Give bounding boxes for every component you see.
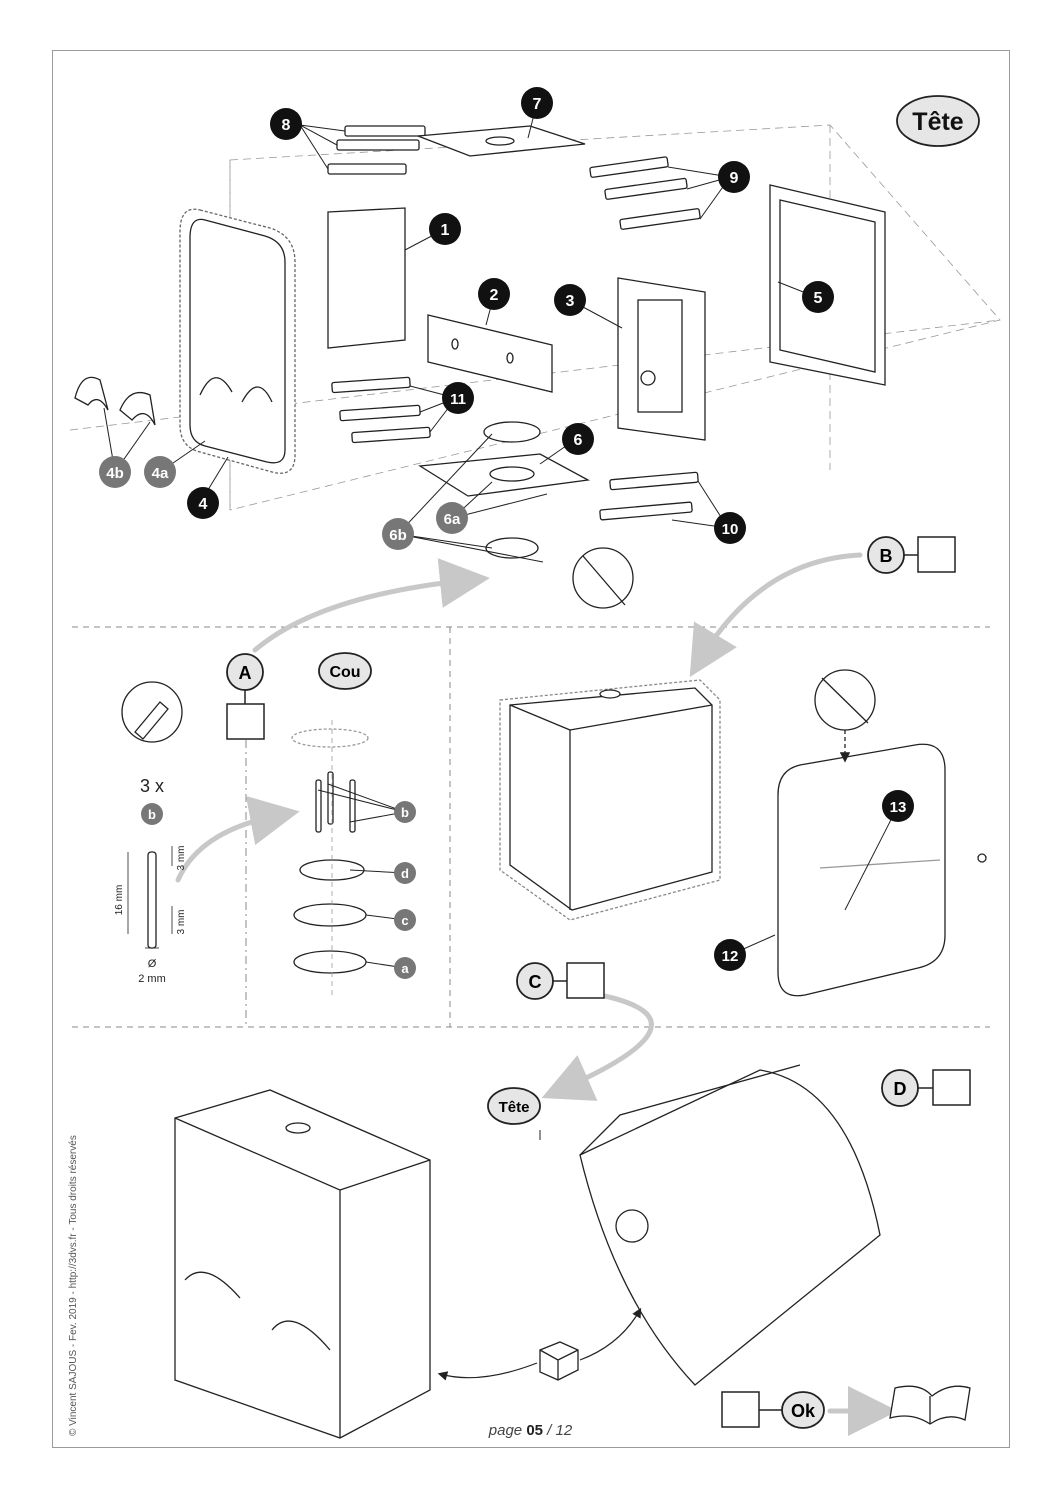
part-badge-8: 8 [270, 108, 302, 140]
svg-text:13: 13 [890, 799, 907, 816]
pin-diameter: 2 mm [138, 973, 166, 985]
svg-text:10: 10 [722, 521, 739, 538]
svg-text:3: 3 [566, 293, 575, 310]
step-d-checkbox[interactable] [932, 1069, 971, 1106]
step-b-checkbox[interactable] [917, 536, 956, 573]
page-turn-icon [889, 1385, 971, 1425]
step-b: B [867, 536, 956, 574]
subpart-badge-6a: 6a [436, 502, 468, 534]
svg-text:4: 4 [199, 496, 208, 513]
step-a-checkbox[interactable] [226, 703, 265, 740]
part-badge-7: 7 [521, 87, 553, 119]
svg-text:b: b [401, 805, 409, 820]
svg-text:B: B [880, 546, 893, 566]
knife-and-pin [121, 681, 183, 949]
part-badge-3: 3 [554, 284, 586, 316]
pin-length: 16 mm [114, 885, 125, 916]
svg-text:4a: 4a [152, 465, 169, 482]
svg-text:7: 7 [533, 96, 542, 113]
neck-badge-c: c [394, 909, 416, 931]
neck-stack [291, 720, 369, 995]
svg-text:1: 1 [441, 222, 450, 239]
part-badge-2: 2 [478, 278, 510, 310]
pin-end-b: 3 mm [176, 910, 187, 935]
svg-text:b: b [148, 807, 156, 822]
svg-text:Tête: Tête [912, 108, 964, 136]
svg-text:12: 12 [722, 948, 739, 965]
neck-badge-a: a [394, 957, 416, 979]
step-c: C [516, 962, 605, 1000]
part-badge-12: 12 [714, 939, 746, 971]
svg-text:c: c [401, 913, 408, 928]
part-badge-5: 5 [802, 281, 834, 313]
svg-text:A: A [239, 663, 252, 683]
section-dividers [72, 626, 990, 1028]
step-a: A [226, 653, 265, 740]
part-badges: 7 8 9 1 2 3 5 11 6 4 10 13 12 [187, 87, 914, 971]
svg-text:d: d [401, 866, 409, 881]
svg-text:4b: 4b [106, 465, 124, 482]
part-badge-6: 6 [562, 423, 594, 455]
neck-title-badge: Cou [318, 652, 372, 690]
svg-text:Tête: Tête [499, 1099, 530, 1116]
tete-target-badge: Tête [487, 1087, 541, 1125]
neck-badge-b: b [394, 801, 416, 823]
flow-arrows [175, 552, 898, 1436]
section-title-badge: Tête [896, 95, 980, 147]
part-badge-9: 9 [718, 161, 750, 193]
exploded-head-assembly [69, 124, 1001, 609]
svg-text:2: 2 [490, 287, 499, 304]
subpart-badges: 4b 4a 6a 6b b b d c a [99, 456, 468, 979]
svg-text:a: a [401, 961, 409, 976]
svg-text:11: 11 [450, 391, 466, 408]
pin-quantity: 3 x [140, 776, 164, 796]
part-badge-11: 11 [442, 382, 474, 414]
pin-part-badge-b: b [141, 803, 163, 825]
svg-text:6: 6 [574, 432, 583, 449]
svg-text:C: C [529, 972, 542, 992]
pin-end-a: 3 mm [176, 846, 187, 871]
step-c-checkbox[interactable] [566, 962, 605, 999]
svg-text:8: 8 [282, 117, 291, 134]
neck-badge-d: d [394, 862, 416, 884]
page-number: page 05 / 12 [488, 1422, 573, 1439]
assembled-heads [174, 1064, 881, 1439]
part-badge-1: 1 [429, 213, 461, 245]
pin-dimensions: 3 x 16 mm 3 mm 3 mm Ø 2 mm [114, 776, 187, 985]
page-frame [52, 50, 1010, 1448]
svg-text:Cou: Cou [329, 664, 360, 681]
copyright-notice: © Vincent SAJOUS - Fev. 2019 - http://3d… [68, 1135, 79, 1436]
subpart-badge-4b: 4b [99, 456, 131, 488]
pin-diameter-symbol: Ø [148, 958, 157, 970]
svg-text:9: 9 [730, 170, 739, 187]
part-badge-10: 10 [714, 512, 746, 544]
svg-text:Ok: Ok [791, 1401, 816, 1421]
ok-step: Ok [721, 1391, 825, 1429]
assembled-box-open [499, 669, 987, 997]
part-badge-13: 13 [882, 790, 914, 822]
svg-text:6b: 6b [389, 527, 407, 544]
svg-text:6a: 6a [444, 511, 461, 528]
svg-text:5: 5 [814, 290, 823, 307]
subpart-badge-6b: 6b [382, 518, 414, 550]
svg-text:D: D [894, 1079, 907, 1099]
step-d: D [881, 1069, 971, 1107]
subpart-badge-4a: 4a [144, 456, 176, 488]
part-badge-4: 4 [187, 487, 219, 519]
